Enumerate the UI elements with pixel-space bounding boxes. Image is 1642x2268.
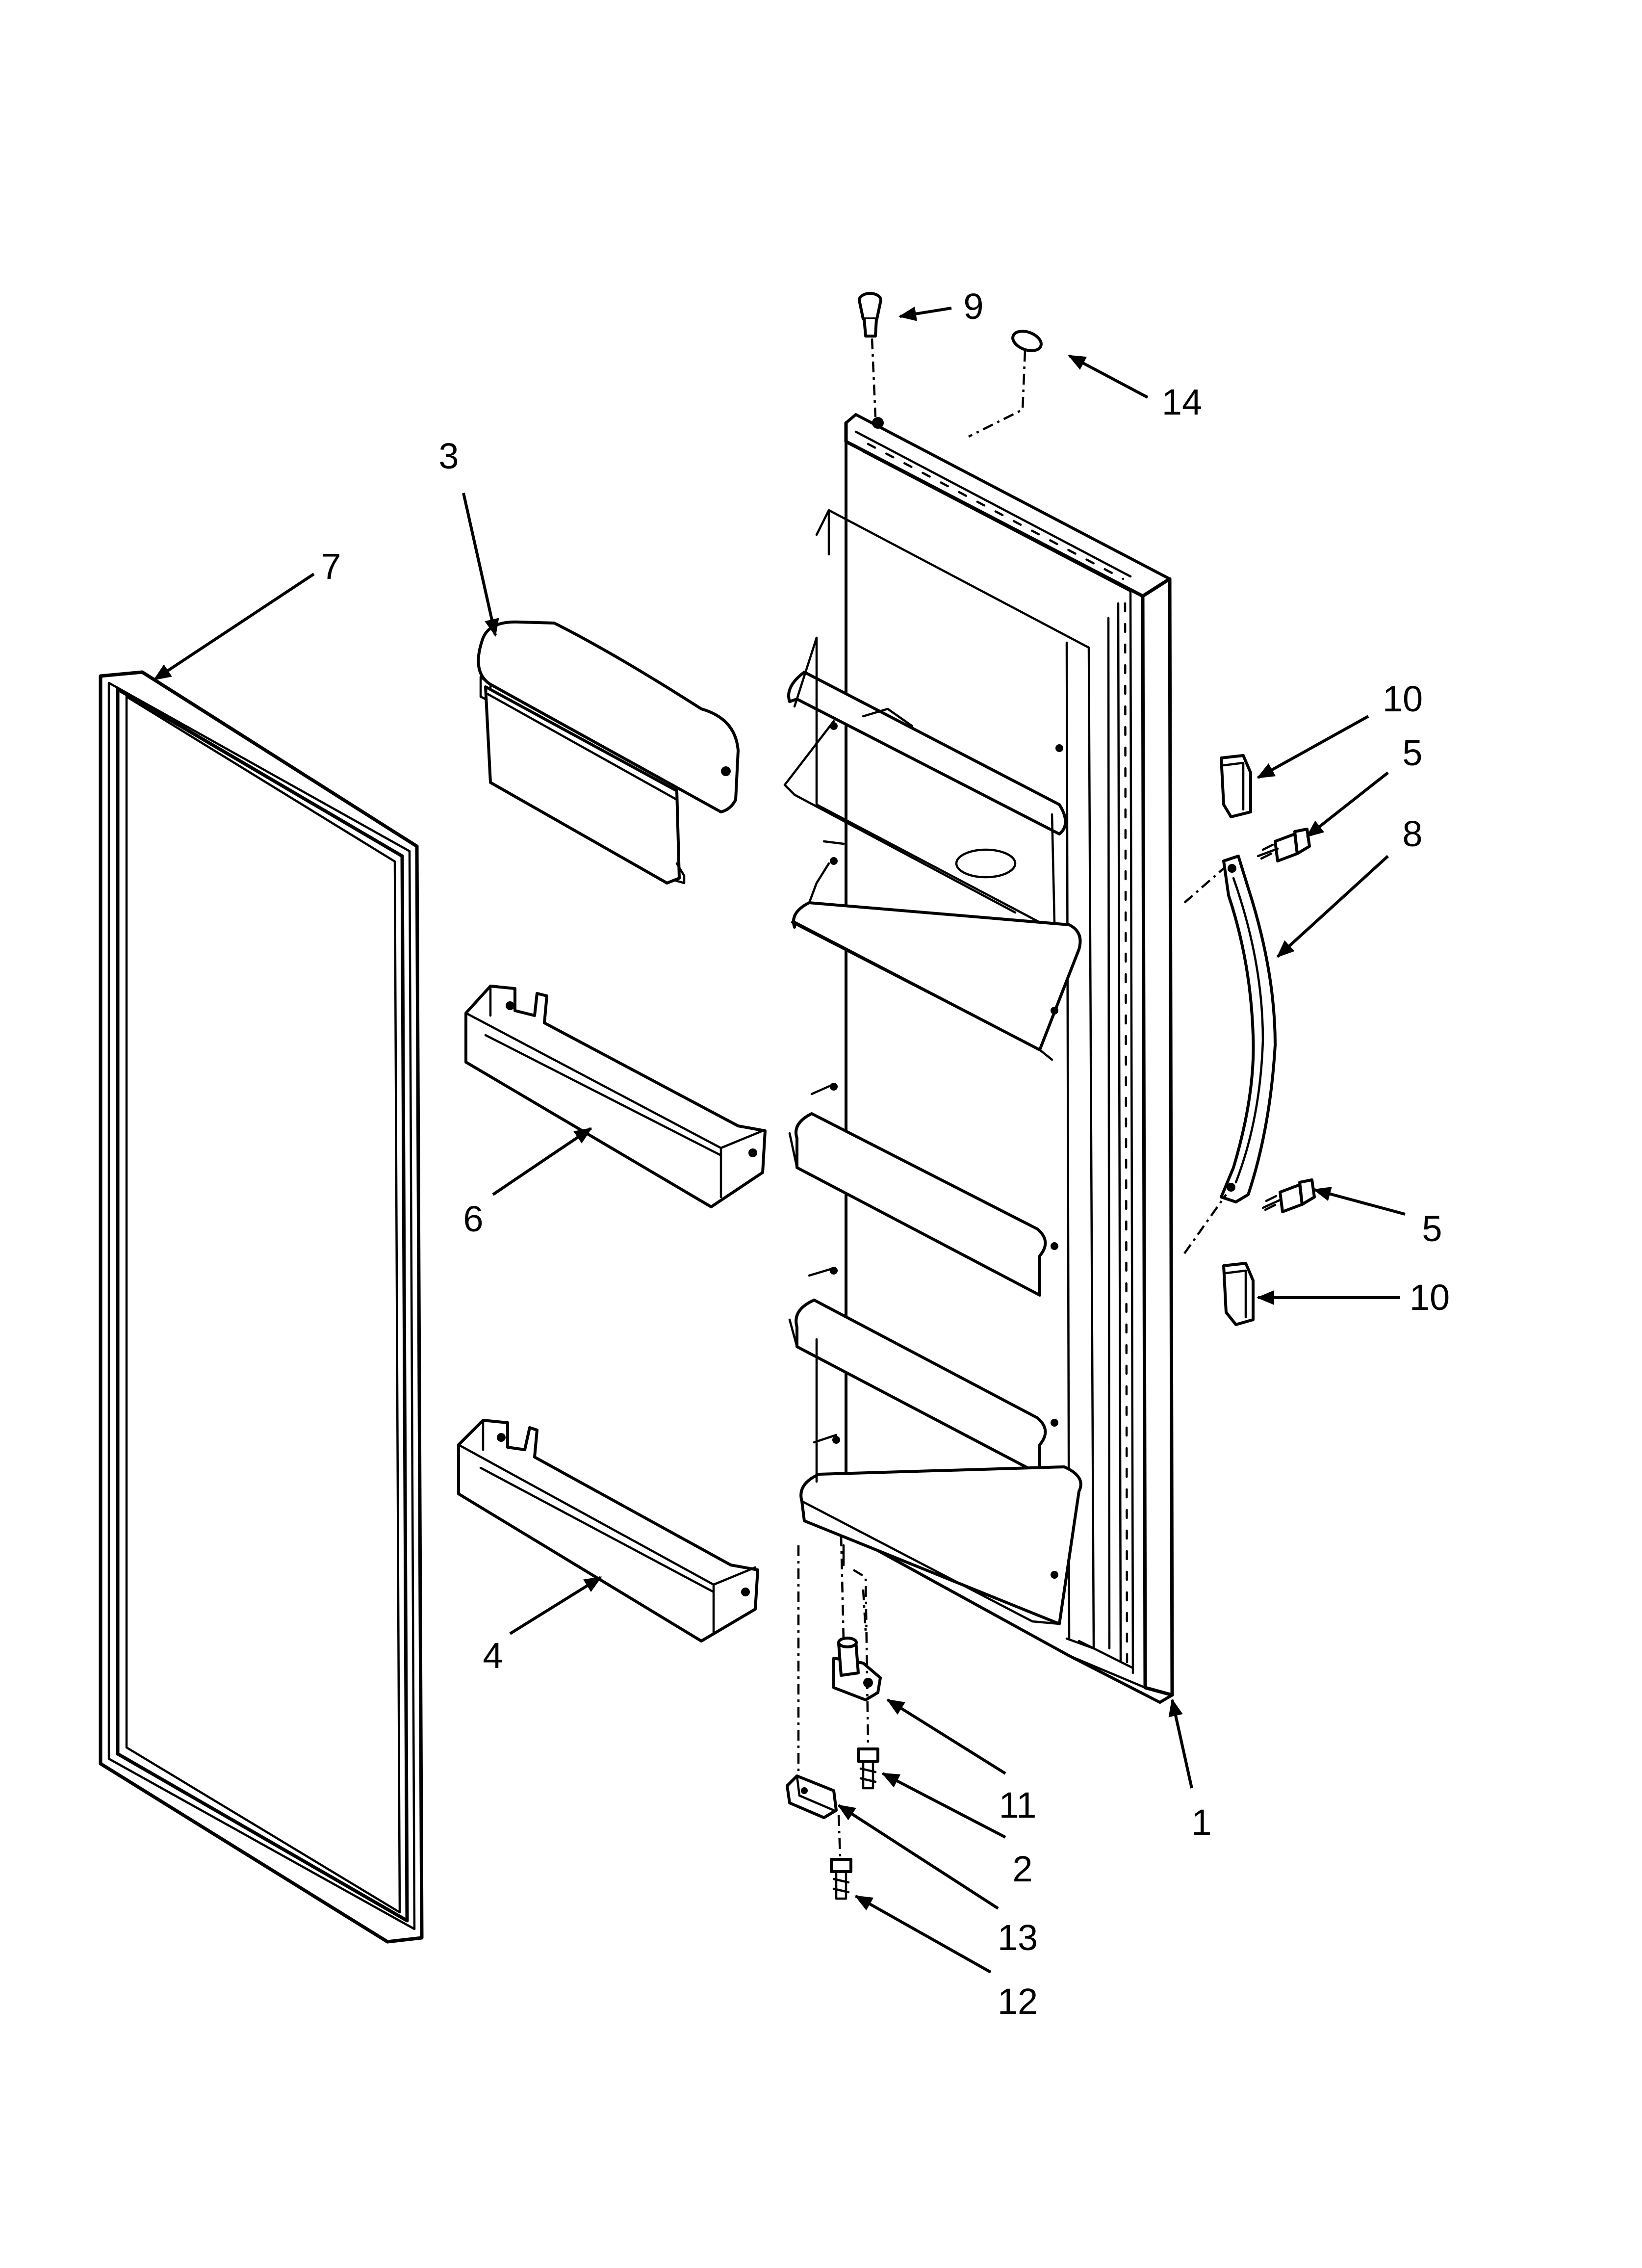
door-handle-part [1220,855,1277,1203]
leader-12 [854,1895,992,1974]
callout-7: 7 [321,546,341,587]
bottom-hinge-part [832,1637,882,1701]
handle-screw-lower-part [1261,1178,1316,1213]
callout-2: 2 [1012,1849,1032,1889]
leader-5b [1313,1187,1406,1216]
door-gasket-part [99,670,424,1944]
leader-3 [462,493,499,637]
leader-7 [153,573,315,681]
door-bin-lower-part [457,1419,759,1642]
handle-cap-lower-part [1222,1262,1255,1326]
callout-5-upper: 5 [1402,732,1422,773]
assembly-lines [797,338,1227,1857]
leader-8 [1276,855,1389,958]
callout-13: 13 [998,1917,1038,1958]
door-assembly-part [783,413,1174,1704]
callout-9: 9 [963,286,983,327]
callout-10-upper: 10 [1383,678,1423,719]
leader-5a [1306,771,1389,838]
leader-1 [1168,1698,1193,1789]
callout-6: 6 [463,1199,483,1239]
leader-4 [509,1576,602,1635]
dairy-bin-part [477,620,740,885]
leader-11 [886,1698,1006,1775]
callout-labels: 9 14 3 7 10 5 8 6 5 10 4 1 11 2 13 12 [321,286,1450,2022]
hinge-shim-part [786,1774,838,1819]
callout-8: 8 [1402,813,1422,854]
callout-5-lower: 5 [1422,1208,1442,1249]
leader-2 [881,1772,1006,1839]
plug-part [1011,330,1043,352]
leader-13 [837,1804,999,1910]
callout-1: 1 [1191,1802,1211,1843]
callout-3: 3 [438,436,459,476]
top-hinge-bushing-part [858,292,882,338]
handle-screw-upper-part [1257,828,1311,862]
callout-leaders [153,306,1406,1974]
callout-11: 11 [999,1785,1037,1825]
shim-screw-part [830,1858,852,1900]
leader-9 [898,306,952,321]
handle-cap-upper-part [1220,754,1252,818]
callout-12: 12 [998,1981,1038,2022]
callout-10-lower: 10 [1410,1277,1450,1318]
leader-6 [492,1127,592,1196]
callout-4: 4 [483,1635,503,1676]
hinge-screw-part [857,1747,879,1790]
callout-14: 14 [1162,382,1202,422]
leader-14 [1068,354,1149,399]
door-bin-upper-part [464,985,767,1208]
leader-10a [1257,715,1369,779]
